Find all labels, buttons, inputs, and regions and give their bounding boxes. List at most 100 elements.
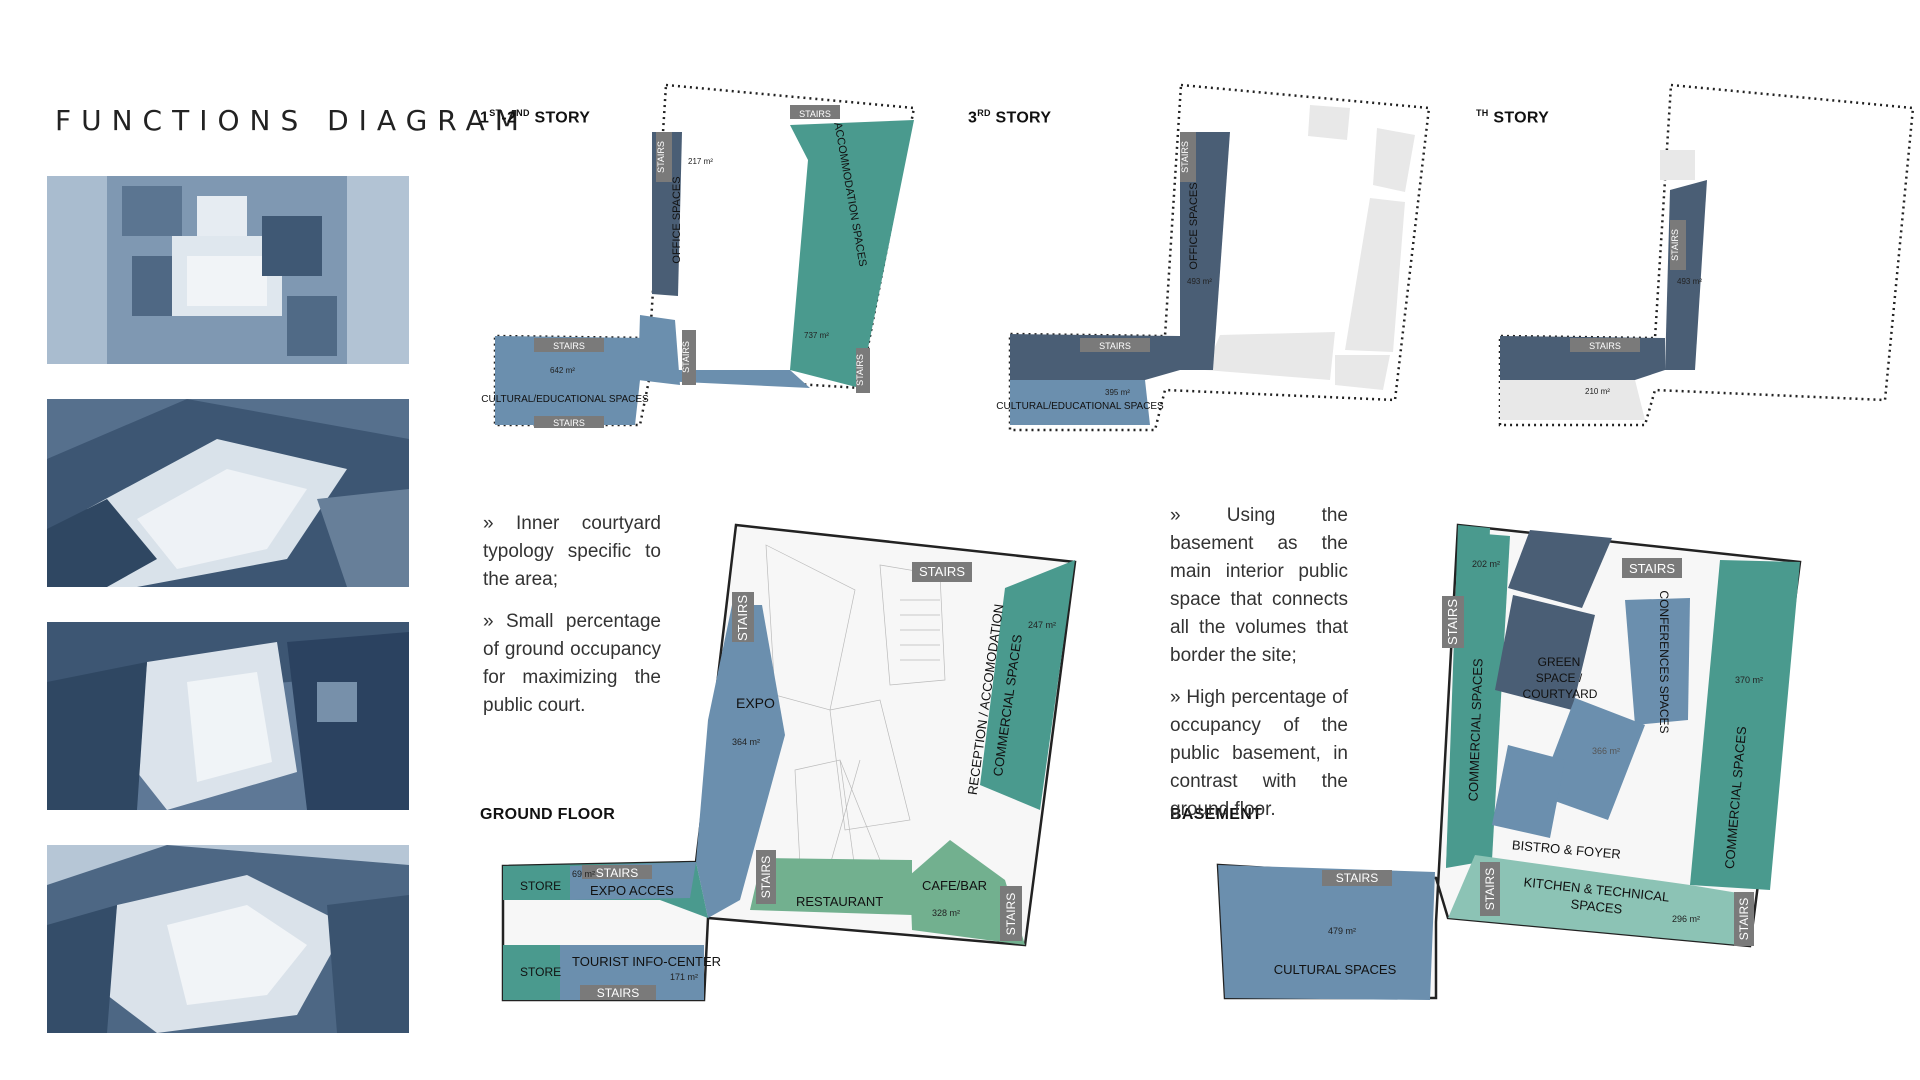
store-area: 69 m²: [572, 869, 595, 879]
stairs-b4: [1480, 862, 1500, 916]
stairs-label-b5: STAIRS: [1737, 898, 1751, 940]
stairs-b2: [1442, 596, 1464, 648]
store-zone-2: [503, 945, 560, 1000]
commercial-label-left: COMMERCIAL SPACES: [1466, 658, 1486, 802]
expo-label: EXPO: [736, 695, 775, 711]
stairs-3a: [1180, 132, 1196, 182]
model-photo-1: [47, 176, 409, 364]
green-label-a: GREEN: [1538, 655, 1581, 669]
stairs-b3: [1322, 870, 1392, 886]
plan-ground-floor: STAIRS STAIRS STAIRS STAIRS STAIRS STAIR…: [501, 523, 1077, 1002]
model-photo-2: [47, 399, 409, 587]
tourist-label: TOURIST INFO-CENTER: [572, 954, 721, 969]
reception-area: 247 m²: [1028, 620, 1056, 630]
text-right: » Using the basement as the main interio…: [1170, 502, 1348, 838]
cultural-spaces-zone: [1218, 865, 1435, 1000]
kitchen-zone: [1448, 855, 1750, 946]
restaurant-label: RESTAURANT: [796, 894, 883, 909]
cultural-label-3: CULTURAL/EDUCATIONAL SPACES: [996, 401, 1164, 412]
kitchen-area: 296 m²: [1672, 914, 1700, 924]
stairs-label-4a: STAIRS: [1670, 229, 1680, 261]
stairs-b5: [1734, 892, 1754, 946]
stairs-4b: [1570, 338, 1640, 352]
stairs-1e: [682, 330, 696, 385]
expo-area: 364 m²: [732, 737, 760, 747]
heading-ground-floor: GROUND FLOOR: [480, 806, 616, 823]
stairs-label-4b: STAIRS: [1589, 341, 1621, 351]
stairs-g3: [582, 865, 652, 879]
cultural-zone-3: [1010, 380, 1150, 425]
text-right-1: » Using the basement as the main interio…: [1170, 505, 1348, 666]
office-area-3: 493 m²: [1187, 277, 1212, 286]
accommodation-zone-1: [790, 120, 914, 388]
text-left-1: » Inner courtyard typology specific to t…: [483, 513, 661, 590]
heading-1st-2nd-story: 1ST-2ND STORY: [480, 108, 591, 127]
office-area-1: 217 m²: [688, 157, 713, 166]
stairs-label-1d: STAIRS: [553, 418, 585, 428]
stairs-1c: [534, 338, 604, 352]
plan-1st-2nd-story: STAIRS STAIRS STAIRS STAIRS STAIRS STAIR…: [481, 83, 916, 428]
stairs-label-b2: STAIRS: [1445, 599, 1460, 645]
area-370: 370 m²: [1735, 675, 1763, 685]
area-202: 202 m²: [1472, 559, 1500, 569]
stairs-label-1f: STAIRS: [855, 354, 865, 386]
cultural-area-4: 210 m²: [1585, 387, 1610, 396]
stairs-1a: [790, 105, 840, 119]
cultural-area-1: 642 m²: [550, 366, 575, 375]
green-label-b: SPACE /: [1536, 671, 1583, 685]
model-photo-3: [47, 622, 409, 810]
green-courtyard-zone: [1495, 595, 1595, 710]
page-title: FUNCTIONS DIAGRAM: [55, 104, 529, 137]
text-left-2: » Small percentage of ground occupancy f…: [483, 611, 661, 716]
stairs-g2: [732, 592, 754, 642]
heading-basement: BASEMENT: [1170, 806, 1263, 823]
plan-4th-story: STAIRS STAIRS 493 m² 210 m²: [1498, 83, 1915, 427]
stairs-label-1e: STAIRS: [681, 341, 691, 373]
text-right-2: » High percentage of occupancy of the pu…: [1170, 687, 1348, 820]
text-left: » Inner courtyard typology specific to t…: [483, 510, 661, 734]
stairs-label-b4: STAIRS: [1483, 868, 1497, 910]
bistro-zone-a: [1538, 698, 1645, 820]
stairs-g4: [580, 985, 656, 1000]
restaurant-zone: [750, 858, 912, 915]
cultural-label-1: CULTURAL/EDUCATIONAL SPACES: [481, 394, 649, 405]
stairs-3b: [1080, 338, 1150, 352]
commercial-zone-right: [1690, 560, 1800, 890]
office-zone-3: [1180, 132, 1230, 370]
stairs-label-b3: STAIRS: [1336, 871, 1378, 885]
cafe-area: 328 m²: [932, 908, 960, 918]
green-label-c: COURTYARD: [1523, 687, 1598, 701]
stairs-g5: [756, 850, 776, 904]
cultural-area-basement: 479 m²: [1328, 926, 1356, 936]
accommodation-area-1: 737 m²: [804, 331, 829, 340]
stairs-label-3a: STAIRS: [1180, 141, 1190, 173]
stairs-4a: [1670, 220, 1686, 270]
stairs-label-g3: STAIRS: [596, 866, 638, 880]
cafe-label: CAFE/BAR: [922, 878, 987, 893]
heading-3rd-story: 3RD STORY: [968, 108, 1052, 127]
tourist-area: 171 m²: [670, 972, 698, 982]
office-label-3: OFFICE SPACES: [1188, 182, 1200, 269]
store-label-1: STORE: [520, 879, 561, 893]
cultural-area-3: 395 m²: [1105, 388, 1130, 397]
expo-access-label: EXPO ACCES: [590, 883, 674, 898]
plan-3rd-story: STAIRS STAIRS OFFICE SPACES 493 m² 395 m…: [996, 83, 1431, 432]
stairs-label-g2: STAIRS: [735, 595, 750, 641]
conferences-zone: [1625, 598, 1690, 725]
office-area-4: 493 m²: [1677, 277, 1702, 286]
office-label-1: OFFICE SPACES: [671, 176, 683, 263]
stairs-label-1a: STAIRS: [799, 109, 831, 119]
stairs-label-g5: STAIRS: [759, 856, 773, 898]
area-366: 366 m²: [1592, 746, 1620, 756]
stairs-b1: [1622, 558, 1682, 578]
cafe-zone: [910, 840, 1025, 945]
kitchen-label-b: SPACES: [1570, 896, 1623, 916]
expo-zone: [696, 605, 785, 918]
stairs-g6: [1000, 886, 1022, 941]
stairs-label-1c: STAIRS: [553, 341, 585, 351]
store-label-2: STORE: [520, 965, 561, 979]
conferences-label: CONFERENCES SPACES: [1657, 590, 1671, 733]
reception-zone: [980, 560, 1075, 810]
plan-basement: STAIRS STAIRS STAIRS STAIRS STAIRS 202 m…: [1216, 523, 1802, 1000]
cultural-zone-4: [1500, 380, 1645, 420]
